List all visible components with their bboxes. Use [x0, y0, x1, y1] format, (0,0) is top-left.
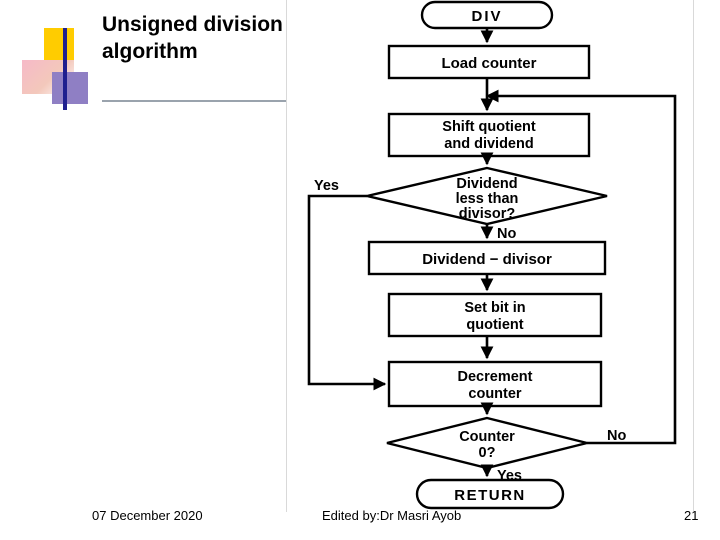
footer-center-text: Edited by:Dr Masri Ayob	[322, 508, 462, 523]
node-compare-label-line1: Dividend	[456, 176, 517, 192]
node-decrement-label-line1: Decrement	[458, 369, 533, 385]
logo-purple-square	[52, 72, 88, 104]
node-decrement-label-line2: counter	[468, 386, 522, 402]
footer-date: 07 December 2020	[92, 508, 203, 523]
node-return-shape	[415, 478, 565, 510]
node-setbit-label-line1: Set bit in	[464, 300, 525, 316]
footer-page-number: 21	[684, 508, 699, 523]
flowchart-edges	[307, 28, 677, 478]
logo-vertical-line	[63, 28, 67, 110]
node-shift-label-line2: and dividend	[444, 136, 533, 152]
node-load-label: Load counter	[441, 55, 536, 72]
edge-label-compare-no: No	[497, 226, 516, 242]
logo-yellow-square	[44, 28, 74, 60]
slide-logo	[22, 28, 100, 110]
node-start-label: DIV	[471, 8, 502, 25]
slide-title: Unsigned division algorithm	[102, 13, 283, 63]
node-counter0-label-line2: 0?	[479, 445, 496, 461]
node-compare-label-line2: less than	[456, 191, 519, 207]
edge-compare-yes-decrement	[307, 194, 387, 391]
edge-counter0-no-shift	[485, 89, 677, 445]
node-compare-label-line3: divisor?	[459, 206, 516, 222]
edge-label-counter-yes: Yes	[497, 468, 522, 484]
node-decrement-shape	[387, 360, 603, 408]
node-counter0-label-line1: Counter	[459, 429, 515, 445]
flowchart-svg: DIV Load counter Shift quotient and divi…	[307, 0, 677, 510]
edge-label-counter-no: No	[607, 428, 626, 444]
node-setbit-label-line2: quotient	[466, 317, 523, 333]
node-setbit-shape	[387, 292, 603, 338]
node-return-label: RETURN	[454, 487, 526, 504]
flowchart-diagram: DIV Load counter Shift quotient and divi…	[286, 0, 694, 512]
node-load-shape	[387, 44, 591, 80]
node-subtract-label: Dividend − divisor	[422, 251, 552, 268]
node-shift-shape	[387, 112, 591, 158]
title-underline	[102, 100, 290, 102]
edge-label-compare-yes: Yes	[314, 178, 339, 194]
node-shift-label-line1: Shift quotient	[442, 119, 536, 135]
